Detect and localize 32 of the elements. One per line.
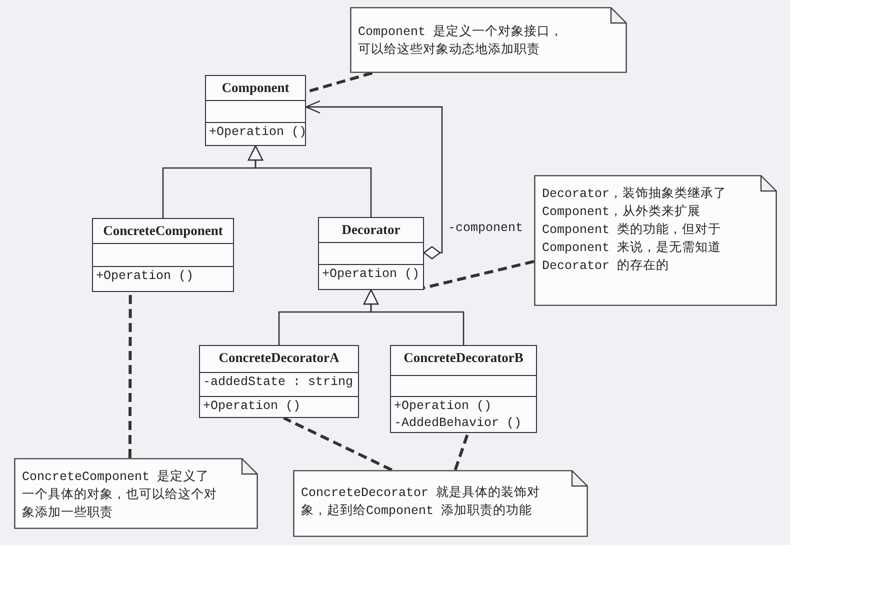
association-arrow [305, 100, 443, 260]
class-name: ConcreteDecoratorA [218, 350, 340, 366]
class-box [92, 218, 234, 292]
note-text: Decorator，装饰抽象类继承了Component，从外类来扩展Component 类的功能，但对于Component 来说，是无需知道Decorator 的存在的 [542, 186, 728, 275]
note-link [424, 260, 534, 290]
operation-text: +Operation () [322, 266, 420, 283]
generalization-arrow [363, 289, 464, 345]
class-box [199, 345, 359, 418]
note-link [283, 416, 392, 472]
note-box [14, 458, 258, 529]
note-box [293, 470, 588, 537]
class-name: Decorator [342, 222, 400, 238]
note-text: ConcreteComponent 是定义了一个具体的对象，也可以给这个对象添加一些职责 [22, 468, 218, 522]
class-box [390, 345, 537, 433]
operation-text: -AddedBehavior () [394, 415, 523, 432]
note-text: Component 是定义一个对象接口，可以给这些对象动态地添加职责 [358, 24, 563, 59]
note-link [454, 432, 470, 470]
note-text: ConcreteDecorator 就是具体的装饰对象，起到给Component 添加职责的功能 [301, 484, 542, 520]
generalization-arrow [248, 145, 372, 217]
class-box [318, 217, 424, 290]
note-box [534, 175, 777, 306]
attribute-text: -addedState : string [203, 374, 354, 392]
class-name: ConcreteDecoratorB [404, 350, 524, 366]
class-name: ConcreteComponent [103, 223, 223, 239]
operation-text: +Operation () [394, 398, 493, 415]
note-link [128, 292, 132, 458]
operation-text: +Operation () [209, 124, 302, 141]
class-box [205, 75, 306, 146]
note-box [350, 7, 627, 73]
operation-text: +Operation () [96, 268, 195, 285]
operation-text: +Operation () [203, 398, 302, 415]
class-name: Component [222, 80, 290, 96]
